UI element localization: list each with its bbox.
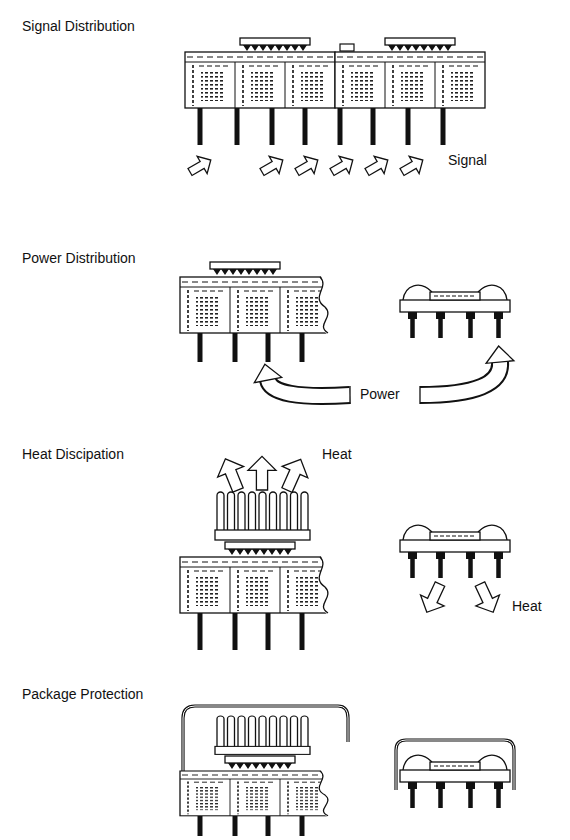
- protected-module: [180, 706, 348, 836]
- flow-label: Signal: [448, 152, 487, 168]
- section-heading: Power Distribution: [22, 250, 136, 266]
- flow-label: Heat: [322, 446, 352, 462]
- heat-package: [400, 525, 510, 617]
- single-chip-package: [400, 285, 510, 338]
- power-arrows: [254, 346, 514, 404]
- capped-package: [396, 740, 514, 808]
- signal-arrows: [185, 151, 428, 180]
- power-module: [180, 262, 330, 362]
- section-heading: Package Protection: [22, 686, 143, 702]
- flow-label: Power: [360, 386, 400, 402]
- signal-module: [185, 38, 485, 145]
- section-heading: Signal Distribution: [22, 18, 135, 34]
- flow-label: Heat: [512, 598, 542, 614]
- section-heading: Heat Discipation: [22, 446, 124, 462]
- heat-module: [180, 454, 330, 650]
